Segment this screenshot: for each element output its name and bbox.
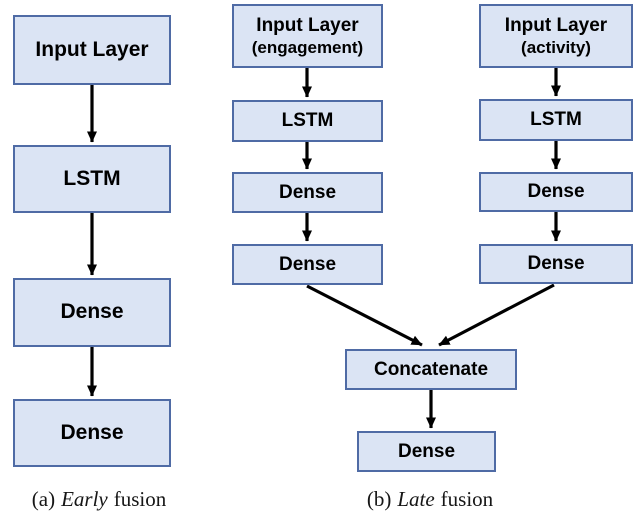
node-label: Dense bbox=[527, 181, 585, 203]
node-a-dense-1: Dense bbox=[13, 278, 171, 347]
node-a-input-layer: Input Layer bbox=[13, 15, 171, 85]
node-sublabel: (engagement) bbox=[251, 38, 364, 58]
node-label: Dense bbox=[527, 253, 585, 275]
node-b-act-dense-1: Dense bbox=[479, 172, 633, 212]
node-label: Dense bbox=[60, 420, 124, 444]
caption-emph: Late bbox=[397, 487, 435, 511]
node-b-eng-lstm: LSTM bbox=[232, 100, 383, 142]
node-b-concatenate: Concatenate bbox=[345, 349, 517, 390]
caption-rest: fusion bbox=[113, 487, 167, 511]
node-label: Input Layer bbox=[256, 14, 359, 36]
caption-tag: (b) bbox=[366, 487, 392, 511]
node-label: LSTM bbox=[63, 166, 121, 190]
arrow-b-act-dense2-to-concatenate bbox=[438, 283, 555, 347]
node-label: LSTM bbox=[281, 110, 334, 132]
caption-panel-a: (a) Early fusion bbox=[0, 487, 198, 512]
node-b-eng-input-layer: Input Layer (engagement) bbox=[232, 4, 383, 68]
node-b-dense-final: Dense bbox=[357, 431, 496, 472]
node-label: Input Layer bbox=[504, 14, 608, 36]
caption-emph: Early bbox=[61, 487, 108, 511]
node-b-eng-dense-1: Dense bbox=[232, 172, 383, 213]
arrow-b-eng-dense2-to-concatenate bbox=[306, 284, 423, 347]
node-label: LSTM bbox=[530, 109, 582, 131]
node-label: Dense bbox=[278, 253, 337, 275]
node-label: Dense bbox=[397, 440, 456, 462]
node-sublabel: (activity) bbox=[521, 38, 591, 58]
caption-rest: fusion bbox=[440, 487, 494, 511]
node-label: Input Layer bbox=[35, 37, 149, 61]
node-label: Concatenate bbox=[373, 358, 489, 380]
caption-tag: (a) bbox=[31, 487, 56, 511]
node-label: Dense bbox=[278, 181, 337, 203]
node-b-act-lstm: LSTM bbox=[479, 99, 633, 141]
node-b-eng-dense-2: Dense bbox=[232, 244, 383, 285]
caption-panel-b: (b) Late fusion bbox=[331, 487, 529, 512]
node-label: Dense bbox=[60, 300, 124, 324]
node-a-dense-2: Dense bbox=[13, 399, 171, 467]
node-b-act-dense-2: Dense bbox=[479, 244, 633, 284]
node-a-lstm: LSTM bbox=[13, 145, 171, 213]
node-b-act-input-layer: Input Layer (activity) bbox=[479, 4, 633, 68]
